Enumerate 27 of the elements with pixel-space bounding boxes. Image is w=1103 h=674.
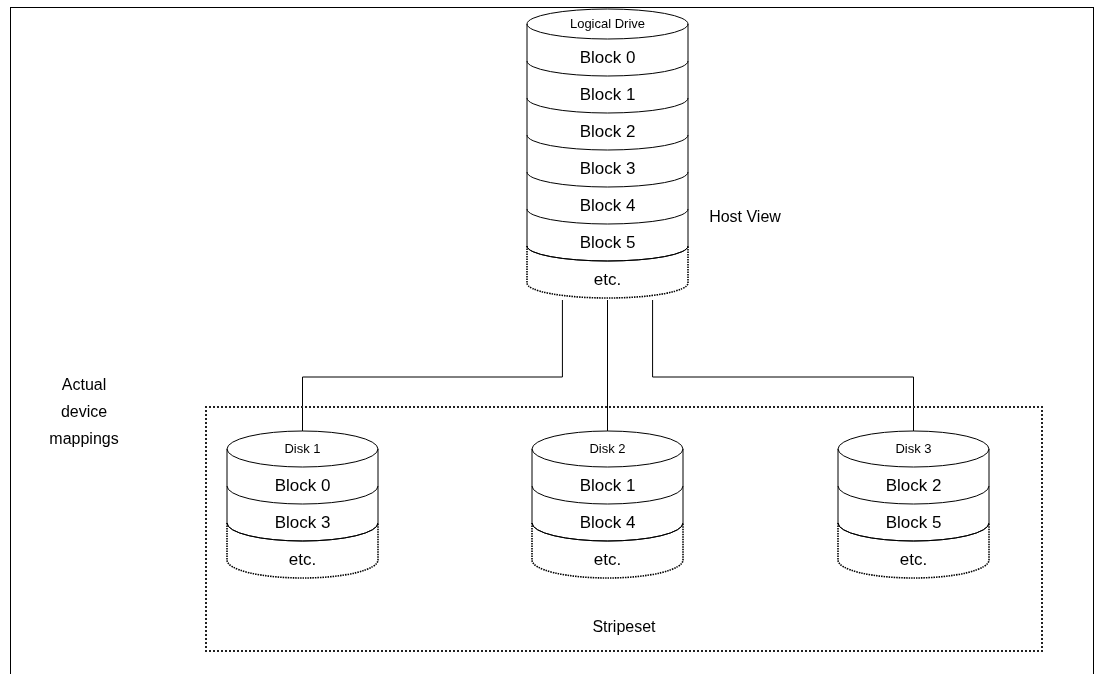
block-label: Block 5 [578, 233, 637, 252]
block-label: Block 0 [578, 48, 637, 67]
block-label: Block 2 [578, 122, 637, 141]
block-label: Block 1 [578, 476, 637, 495]
block-label: Block 3 [273, 513, 332, 532]
block-label: etc. [898, 550, 929, 569]
drive-title: Disk 2 [588, 441, 627, 457]
connector-line [302, 299, 563, 432]
side-label: Host View [708, 207, 782, 227]
side-label: Actual device mappings [48, 375, 120, 450]
block-label: Block 4 [578, 513, 637, 532]
block-label: Block 5 [884, 513, 943, 532]
drive-title: Disk 3 [894, 441, 933, 457]
connector-line [652, 299, 914, 432]
stripeset-group [205, 406, 1043, 652]
connector-line [607, 299, 608, 432]
block-label: etc. [287, 550, 318, 569]
block-label: Block 1 [578, 85, 637, 104]
block-label: Block 4 [578, 196, 637, 215]
block-label: Block 0 [273, 476, 332, 495]
group-label: Stripeset [591, 618, 657, 636]
block-label: Block 2 [884, 476, 943, 495]
drive-title: Disk 1 [283, 441, 322, 457]
block-label: Block 3 [578, 159, 637, 178]
block-label: etc. [592, 270, 623, 289]
drive-title: Logical Drive [568, 16, 647, 32]
block-label: etc. [592, 550, 623, 569]
